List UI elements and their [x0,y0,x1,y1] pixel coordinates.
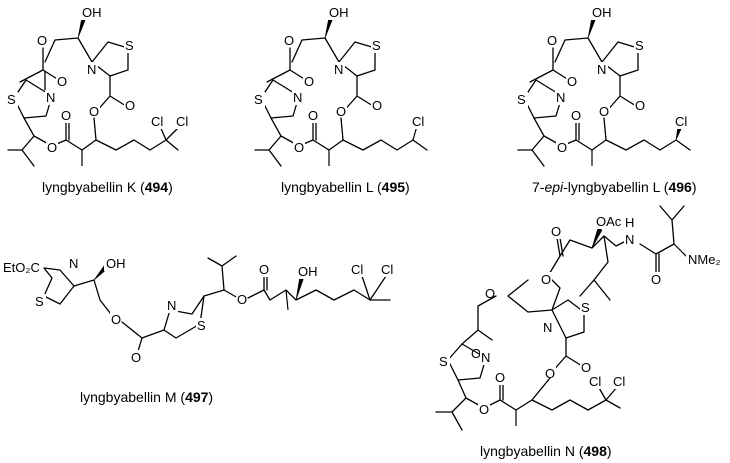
ester-oxygen-1: O [111,312,121,327]
thiazole-a-s: S [35,294,44,309]
caption-494: lyngbyabellin K (494) [42,179,173,195]
ester-left [19,47,63,83]
acetoxy-label: OAc [596,214,622,229]
structure-494: OH O O S N S N O O O O [6,5,191,195]
ester-oxygen: O [547,33,557,48]
hydroxyl-label: OH [82,5,102,20]
isopropyl [7,117,35,167]
chlorine-2: Cl [613,374,625,389]
hydroxyl-label: OH [592,5,612,20]
chlorine-1: Cl [412,114,424,129]
alkyl-chain [95,139,167,151]
chlorine-1: Cl [675,114,687,129]
chlorine-1: Cl [151,114,163,129]
macro-carbonyl-o: O [471,346,481,361]
carbonyl-oxygen-2: O [125,98,135,113]
lower-carbonyl-o: O [495,370,505,385]
thiazole-b-s: S [197,318,206,333]
thiazole-right-s: S [372,38,381,53]
hydroxyl-label: OH [329,5,349,20]
ester-oxygen-3: O [557,140,567,155]
carbonyl-oxygen-top: O [551,224,561,239]
chlorine-2: Cl [176,114,188,129]
ester-oxygen-3: O [294,140,304,155]
thiazole-right-s: S [581,300,590,315]
thiazole-left-n: N [556,90,565,105]
thiazole-left-n: N [293,90,302,105]
macro-ester-o-2: O [485,286,495,301]
ethyl-ester-label: EtO₂C [3,260,40,275]
carbonyl-oxygen-3: O [61,108,71,123]
carbonyl-oxygen-1: O [57,74,67,89]
carbonyl-oxygen-1: O [304,74,314,89]
carbonyl-oxygen-3: O [571,108,581,123]
caption-498: lyngbyabellin N (498) [480,443,612,459]
macro-ester-o: O [541,272,551,287]
carbonyl-oxygen-3: O [308,108,318,123]
ester-oxygen-2: O [599,104,609,119]
caption-496: 7-epi-lyngbyabellin L (496) [532,179,697,195]
thiazole-left-s: S [254,92,263,107]
dimethylamino-label: NMe₂ [688,252,721,267]
ester-oxygen: O [37,33,47,48]
thiazole-left-n: N [481,350,490,365]
amide-carbonyl-o: O [651,272,661,287]
structure-495: OH O O S N S N O O O O Cl lyngbyabellin … [253,5,428,195]
thiazole-right-s: S [635,38,644,53]
ester-oxygen-2: O [336,104,346,119]
thiazole-left-n: N [46,90,55,105]
chlorine-1: Cl [351,262,363,277]
ester-oxygen: O [284,33,294,48]
chlorine-2: Cl [381,262,393,277]
thiazole-right-n: N [334,62,343,77]
thiazole-b-n: N [167,298,176,313]
chlorine-1: Cl [589,374,601,389]
ester-carbonyl-o: O [581,360,591,375]
ester-oxygen-2: O [237,292,247,307]
structure-498: O OAc N H O NMe₂ O O O S N S N O [435,205,728,459]
carbonyl-oxygen-2: O [372,98,382,113]
carbonyl-oxygen-1: O [567,74,577,89]
structure-497: EtO₂C S N OH O O N S O O OH Cl C [2,255,396,405]
amide-n: N [625,232,634,247]
amide-h: H [625,215,634,230]
oh-wedge [77,16,87,39]
hydroxyl-label-2: OH [298,264,318,279]
ester-o-lower: O [545,366,555,381]
macrocycle-top [44,37,93,63]
thiazole-right-s: S [125,38,134,53]
structure-496: OH O O S N S N O O O O Cl 7-epi-lyngbyab… [516,5,697,195]
ester-oxygen-3: O [47,140,57,155]
caption-495: lyngbyabellin L (495) [281,179,410,195]
thiazole-right-n: N [597,62,606,77]
caption-497: lyngbyabellin M (497) [80,389,213,405]
thiazole-left-s: S [517,92,526,107]
carbonyl-oxygen-2: O [635,98,645,113]
carbonyl-oxygen-1: O [131,350,141,365]
thiazole-left-s: S [439,354,448,369]
thiazole-left-s: S [7,92,16,107]
ester-oxygen-2: O [89,104,99,119]
thiazole-right-n: N [87,62,96,77]
thiazole-right [91,41,129,77]
thiazole-right-n: N [543,320,552,335]
hydroxyl-label: OH [106,256,126,271]
lower-ester-o: O [479,402,489,417]
thiazole-a [43,267,75,305]
carbonyl-oxygen-2: O [259,262,269,277]
thiazole-a-n: N [69,256,78,271]
